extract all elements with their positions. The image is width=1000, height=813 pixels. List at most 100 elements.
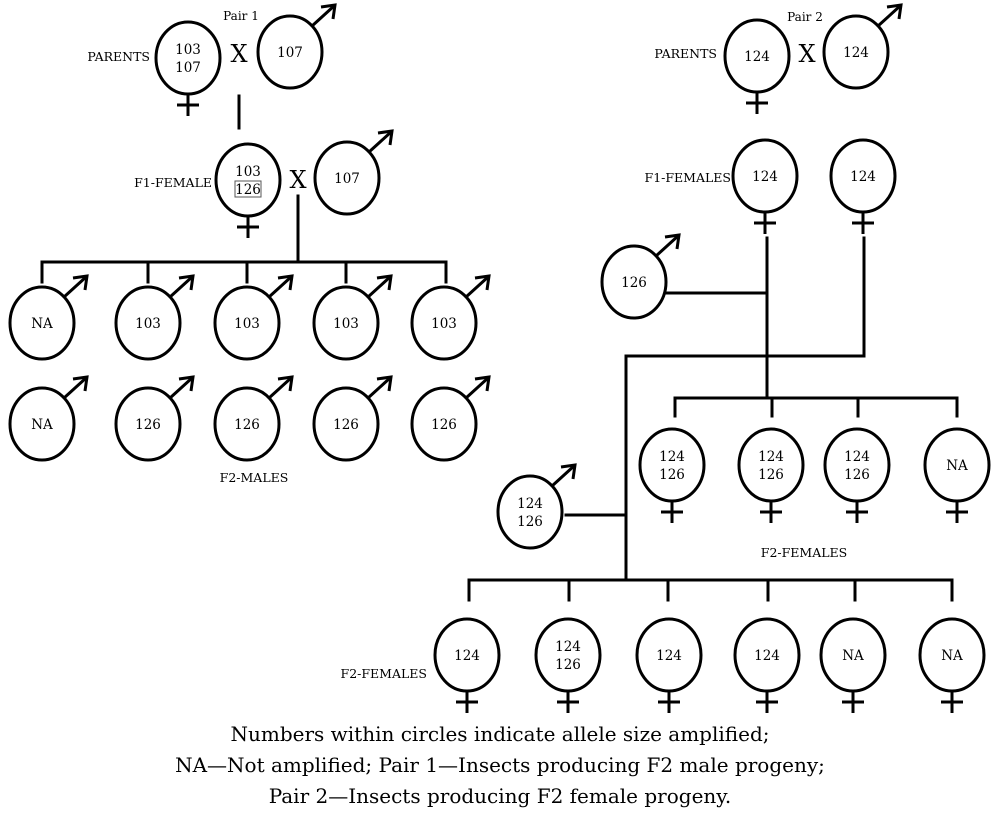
allele-label: 103 [333, 316, 359, 332]
male-symbol-icon [550, 463, 577, 488]
male-arrow-shaft [550, 464, 576, 488]
pair2-f2-female-lower: NA [819, 617, 887, 713]
male-arrow-shaft [876, 4, 902, 28]
allele-label: 126 [135, 417, 161, 433]
male-symbol-icon [366, 375, 393, 400]
connector-lines [40, 94, 959, 602]
male-arrow-head [72, 274, 89, 291]
allele-label: 126 [659, 467, 685, 483]
pair1-f2-male: 126 [410, 375, 491, 462]
allele-label: 124 [744, 49, 770, 65]
male-arrow-shaft [168, 376, 194, 400]
male-arrow-head [376, 375, 393, 392]
pair2-f2-female-upper: NA [923, 427, 991, 523]
pair2-f2-label-upper: F2-FEMALES [761, 545, 847, 560]
male-arrow-shaft [366, 376, 392, 400]
female-circle [534, 617, 602, 693]
male-circle [600, 244, 668, 320]
pair2-f2-female-lower: 124 [635, 617, 703, 713]
pair2-parent-female: 124 [723, 18, 791, 114]
male-arrow-shaft [267, 275, 293, 299]
allele-label: 126 [621, 275, 647, 291]
male-circle [8, 285, 76, 361]
male-arrow-head [376, 274, 393, 291]
allele-label: NA [842, 648, 864, 664]
male-symbol-icon [654, 233, 681, 258]
allele-label: 124 [850, 169, 876, 185]
allele-label: 103 [431, 316, 457, 332]
female-symbol-icon [557, 691, 579, 713]
male-arrow-head [277, 274, 294, 291]
male-arrow-shaft [654, 234, 680, 258]
female-symbol-icon [852, 212, 874, 234]
allele-label: 126 [517, 514, 543, 530]
male-arrow-shaft [366, 275, 392, 299]
male-circle [256, 14, 324, 90]
allele-label: NA [946, 458, 968, 474]
female-circle [823, 427, 891, 503]
allele-label: 124 [758, 449, 784, 465]
allele-label: 124 [517, 496, 543, 512]
pair1-parents-cross: X [230, 40, 247, 68]
female-symbol-icon [754, 212, 776, 234]
male-arrow-shaft [267, 376, 293, 400]
male-symbol-icon [876, 3, 903, 28]
allele-label: 124 [844, 449, 870, 465]
highlight-box [234, 180, 262, 198]
pair2-male-a: 126 [600, 233, 681, 320]
pair1-f1-cross: X [289, 166, 306, 194]
male-circle [496, 474, 564, 550]
female-symbol-icon [842, 691, 864, 713]
allele-label: 124 [754, 648, 780, 664]
allele-label: 103 [234, 316, 260, 332]
pair1-parents-label: PARENTS [87, 49, 150, 64]
allele-label: NA [31, 316, 53, 332]
allele-label: 124 [843, 45, 869, 61]
allele-label: 126 [431, 417, 457, 433]
allele-label: 126 [235, 182, 261, 198]
pair1-title: Pair 1 [223, 9, 259, 23]
allele-label: NA [941, 648, 963, 664]
caption-line-2: NA—Not amplified; Pair 1—Insects produci… [175, 753, 825, 777]
allele-label: 124 [656, 648, 682, 664]
pair2-parents-label: PARENTS [654, 46, 717, 61]
male-circle [312, 386, 380, 462]
female-circle [214, 142, 282, 218]
female-symbol-icon [946, 501, 968, 523]
male-circle [410, 285, 478, 361]
male-symbol-icon [310, 3, 337, 28]
female-circle [737, 427, 805, 503]
male-arrow-head [320, 3, 337, 20]
pair1-f1-male: 107 [313, 129, 394, 216]
caption-line-3: Pair 2—Insects producing F2 female proge… [269, 784, 732, 808]
allele-label: 124 [659, 449, 685, 465]
male-arrow-shaft [367, 130, 393, 154]
female-symbol-icon [846, 501, 868, 523]
allele-label: 126 [333, 417, 359, 433]
pair2-title: Pair 2 [787, 10, 823, 24]
female-symbol-icon [456, 691, 478, 713]
male-circle [213, 285, 281, 361]
caption-line-1: Numbers within circles indicate allele s… [230, 722, 769, 746]
pair1-f2-male: 126 [213, 375, 294, 462]
male-arrow-shaft [310, 4, 336, 28]
allele-label: 124 [752, 169, 778, 185]
male-circle [410, 386, 478, 462]
allele-label: 126 [555, 657, 581, 673]
male-symbol-icon [62, 375, 89, 400]
pair1-f2-male: 126 [114, 375, 195, 462]
allele-label: 103 [135, 316, 161, 332]
male-circle [114, 285, 182, 361]
male-arrow-head [474, 274, 491, 291]
pair1-f1-label: F1-FEMALE [134, 175, 212, 190]
male-arrow-shaft [464, 275, 490, 299]
pair1-f2-male: 126 [312, 375, 393, 462]
